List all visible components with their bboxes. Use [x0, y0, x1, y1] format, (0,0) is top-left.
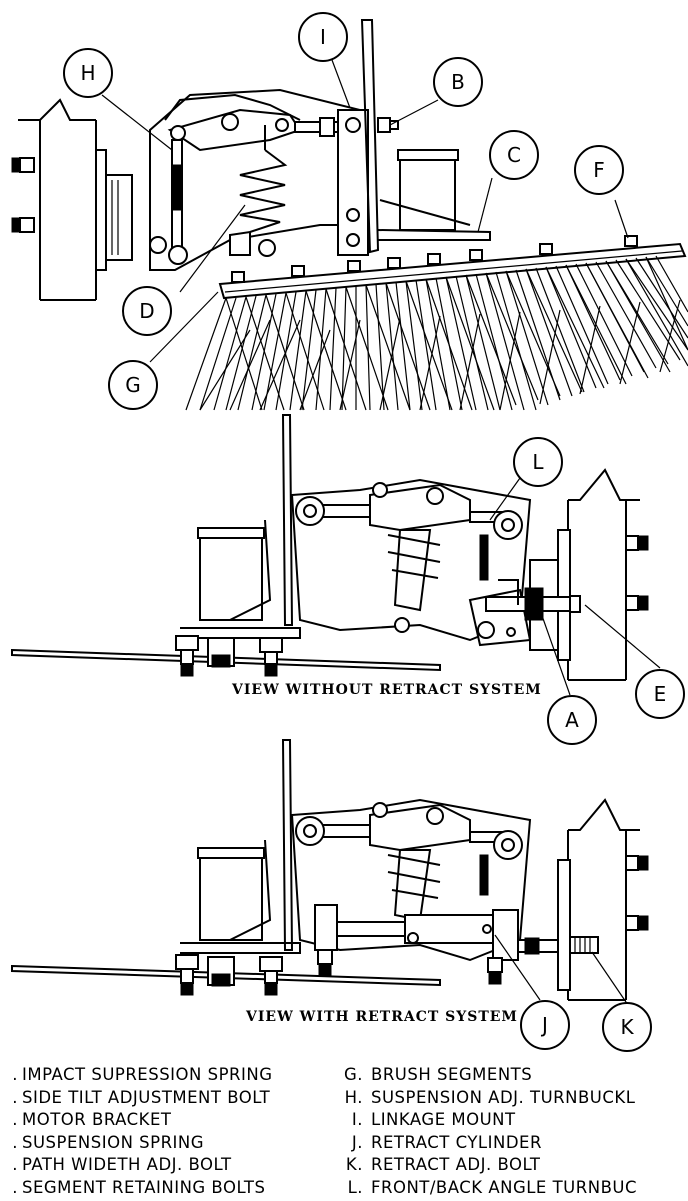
- caption-with-retract: VIEW WITH RETRACT SYSTEM: [245, 1009, 518, 1025]
- legend-item: K.RETRACT ADJ. BOLT: [345, 1155, 541, 1174]
- svg-text:D: D: [139, 299, 154, 323]
- top-brush-bristles: [185, 255, 688, 411]
- callout-A: A: [547, 695, 597, 745]
- callout-C: C: [489, 130, 539, 180]
- legend-item: .MOTOR BRACKET: [12, 1110, 172, 1129]
- svg-text:H: H: [80, 61, 95, 85]
- top-brush-bar: [185, 235, 688, 411]
- svg-text:I: I: [320, 25, 326, 49]
- svg-text:C: C: [507, 143, 521, 167]
- retract-cylinder-drawing: [314, 904, 519, 961]
- legend-item: .PATH WIDETH ADJ. BOLT: [12, 1155, 232, 1174]
- svg-text:G: G: [125, 373, 141, 397]
- legend-item: L.FRONT/BACK ANGLE TURNBUC: [347, 1177, 637, 1197]
- svg-text:A: A: [565, 708, 579, 732]
- legend-item: .IMPACT SUPRESSION SPRING: [12, 1065, 273, 1084]
- svg-text:F: F: [593, 158, 605, 182]
- middle-view-drawing: [11, 414, 661, 696]
- middle-frame-mount: [557, 468, 649, 681]
- callout-K: K: [602, 1002, 652, 1052]
- legend-left-column: .IMPACT SUPRESSION SPRING .SIDE TILT ADJ…: [0, 1064, 273, 1199]
- top-view-drawing: [11, 19, 688, 411]
- legend-right-column: G.BRUSH SEGMENTS H.SUSPENSION ADJ. TURNB…: [327, 1064, 637, 1199]
- callout-I: I: [298, 12, 348, 62]
- bottom-view-drawing: [11, 739, 649, 1006]
- legend-item: I.LINKAGE MOUNT: [351, 1110, 516, 1129]
- caption-without-retract: VIEW WITHOUT RETRACT SYSTEM: [231, 682, 542, 698]
- callout-H: H: [63, 48, 113, 98]
- svg-text:K: K: [620, 1015, 634, 1039]
- callout-B: B: [433, 57, 483, 107]
- callout-E: E: [635, 669, 685, 719]
- callout-D: D: [122, 286, 172, 336]
- callout-G: G: [108, 360, 158, 410]
- legend-item: .SIDE TILT ADJUSTMENT BOLT: [12, 1087, 271, 1107]
- svg-text:B: B: [451, 70, 465, 94]
- legend-item: .SEGMENT RETAINING BOLTS: [12, 1177, 266, 1197]
- top-linkage: [149, 19, 491, 271]
- callout-F: F: [574, 145, 624, 195]
- svg-text:E: E: [654, 682, 667, 706]
- svg-text:L: L: [532, 450, 544, 474]
- top-frame-mount: [11, 98, 133, 301]
- legend-item: H.SUSPENSION ADJ. TURNBUCKL: [344, 1087, 636, 1107]
- top-leader-lines: [101, 59, 629, 363]
- legend-item: .SUSPENSION SPRING: [12, 1132, 205, 1152]
- callout-L: L: [513, 437, 563, 487]
- top-suspension-spring: [229, 125, 288, 256]
- svg-text:J: J: [540, 1013, 548, 1037]
- parts-legend: .IMPACT SUPRESSION SPRING .SIDE TILT ADJ…: [0, 1064, 688, 1201]
- callout-J: J: [520, 1000, 570, 1050]
- legend-item: J.RETRACT CYLINDER: [351, 1132, 542, 1152]
- legend-item: G.BRUSH SEGMENTS: [343, 1065, 533, 1084]
